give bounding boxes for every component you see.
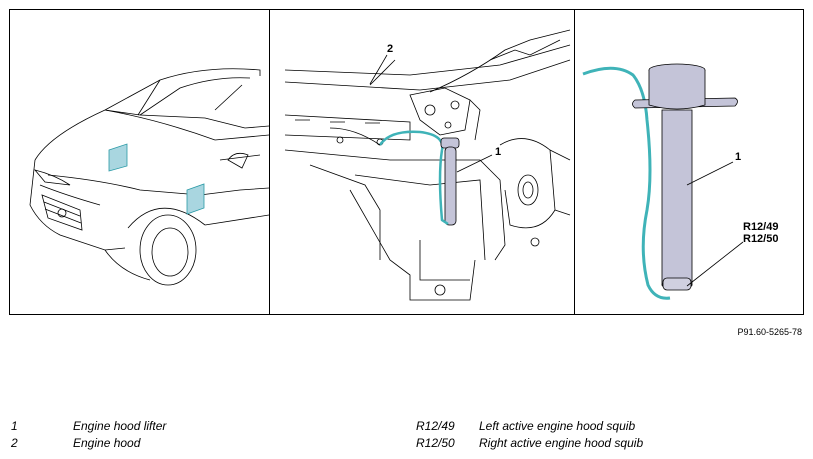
callout-closeup-lifter: 1 — [735, 151, 741, 163]
callout-squib-right: R12/50 — [743, 233, 778, 245]
installation-detail-drawing: 2 1 — [284, 29, 571, 301]
illustration-frame: 2 1 1 R12/49 R12/50 — [9, 9, 804, 315]
lifter-closeup-panel: 1 R12/49 R12/50 — [575, 10, 804, 314]
legend-text: Engine hood lifter — [73, 419, 167, 433]
legend-item-2: 2 Engine hood — [11, 436, 271, 450]
legend-text: Left active engine hood squib — [479, 419, 636, 433]
panel-divider-1 — [269, 10, 270, 314]
legend-number: 2 — [11, 436, 18, 450]
legend-number: R12/49 — [416, 419, 455, 433]
panel-divider-2 — [574, 10, 575, 314]
callout-squib-left: R12/49 — [743, 221, 778, 233]
car-overview-panel — [10, 10, 269, 314]
lifter-cable — [438, 149, 449, 226]
hood-lifter-marker-right — [186, 183, 205, 215]
legend-item-r12-50: R12/50 Right active engine hood squib — [416, 436, 676, 450]
legend-text: Right active engine hood squib — [479, 436, 644, 450]
hood-lifter-body — [444, 146, 457, 226]
car-overview-drawing — [29, 68, 269, 286]
callout-hood-lifter: 1 — [495, 146, 501, 158]
figure-reference-number: P91.60-5265-78 — [737, 327, 802, 337]
hood-lifter-cap — [440, 137, 460, 149]
installation-detail-panel: 2 1 — [270, 10, 574, 314]
legend-number: 1 — [11, 419, 18, 433]
lifter-cap — [648, 70, 706, 110]
squib-cable — [378, 130, 444, 151]
legend-item-r12-49: R12/49 Left active engine hood squib — [416, 419, 676, 433]
legend-text: Engine hood — [73, 436, 141, 450]
lifter-body — [661, 109, 693, 289]
squib-connector — [662, 277, 692, 291]
legend-number: R12/50 — [416, 436, 455, 450]
hood-lifter-marker-left — [108, 143, 128, 172]
closeup-cable — [582, 66, 671, 300]
lifter-closeup-drawing: 1 R12/49 R12/50 — [582, 63, 778, 300]
callout-engine-hood: 2 — [387, 43, 393, 55]
legend-item-1: 1 Engine hood lifter — [11, 419, 271, 433]
